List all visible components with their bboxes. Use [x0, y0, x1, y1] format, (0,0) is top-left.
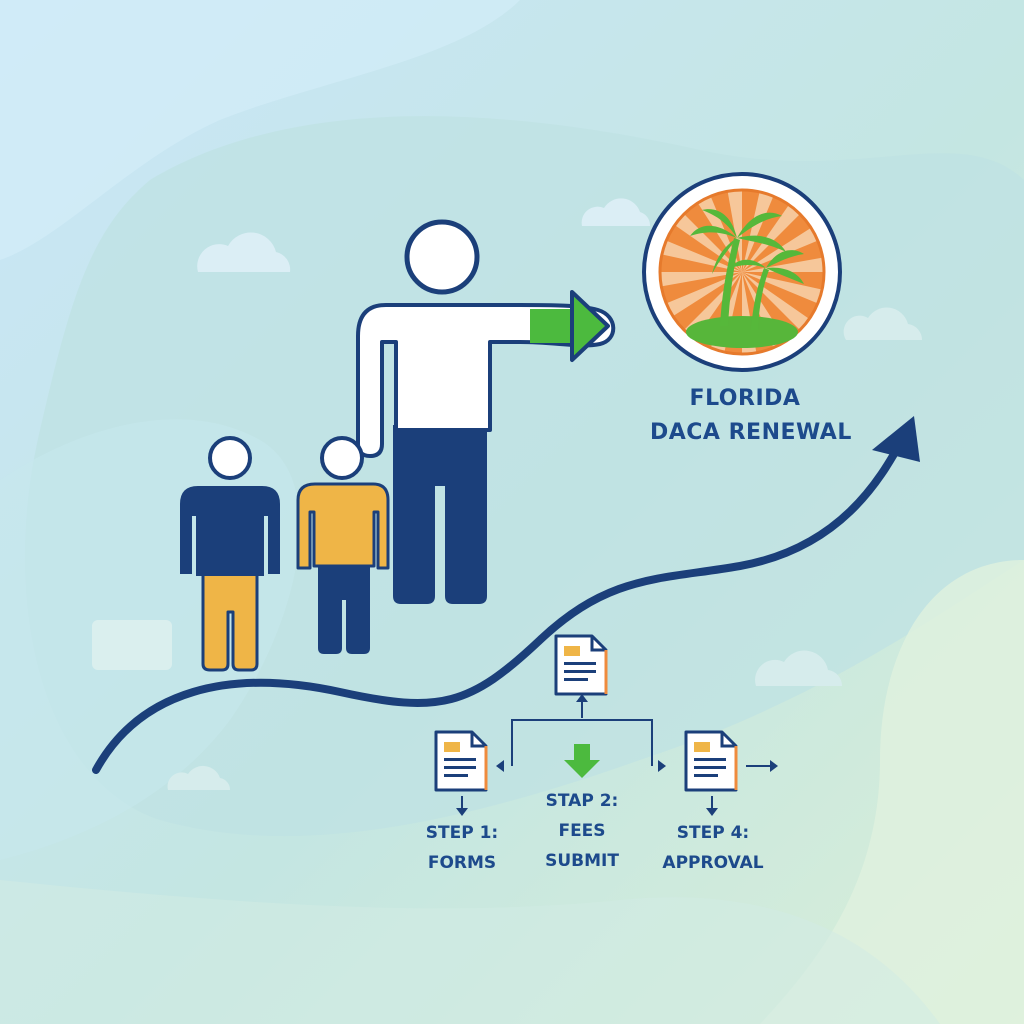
green-down-arrow-icon [564, 744, 600, 778]
title-line-1: FLORIDA [689, 386, 801, 411]
cloud-icon [843, 307, 923, 340]
document-icon [434, 730, 488, 792]
step-4-name: APPROVAL [662, 853, 764, 873]
step-4-number: STEP 4: [676, 823, 750, 843]
arrow-icon [456, 808, 468, 816]
cloud-icon [755, 650, 843, 686]
step-2-action: SUBMIT [545, 851, 619, 871]
step-1-name: FORMS [427, 853, 497, 873]
arrow-icon [872, 416, 920, 462]
sun-ray [660, 252, 742, 272]
document-icon [554, 634, 608, 696]
cloud-icon [581, 198, 651, 226]
cloud-icon [197, 232, 291, 272]
cloud-icon [167, 765, 231, 790]
step-1-number: STEP 1: [425, 823, 499, 843]
palm-tree-icon [690, 209, 804, 330]
sun-ray [742, 208, 818, 272]
arrow-icon [706, 808, 718, 816]
sun-ray [678, 196, 742, 272]
arrow-icon [496, 760, 504, 772]
sun-ray [660, 272, 742, 307]
title-line-2: DACA RENEWAL [650, 420, 852, 445]
person-icon [296, 436, 390, 654]
connector-arrowheads [456, 694, 778, 816]
sun-ray [666, 272, 742, 336]
arrow-icon [576, 694, 588, 702]
background-blob-bottom-right [760, 560, 1024, 1024]
step-4-label: STEP 4: APPROVAL [648, 818, 778, 878]
step-connectors [461, 702, 772, 810]
step-2-number: STAP 2: [545, 791, 619, 811]
step-1-label: STEP 1: FORMS [402, 818, 522, 878]
sun-ray [742, 190, 794, 272]
journey-path [92, 436, 906, 774]
document-icon [684, 730, 738, 792]
person-icon [356, 219, 616, 604]
background-blob-top-left [0, 0, 520, 260]
arrow-icon [658, 760, 666, 772]
person-icon [180, 436, 280, 672]
step-2-label: STAP 2: FEES SUBMIT [522, 786, 642, 876]
step-2-name: FEES [558, 821, 606, 841]
diagram-title: FLORIDA DACA RENEWAL [650, 382, 852, 450]
background-blob-bottom [0, 880, 940, 1024]
sun-ray [660, 220, 742, 272]
island [686, 316, 798, 348]
arrow-icon [770, 760, 778, 772]
sunburst-seal-icon [642, 172, 842, 372]
decorative-block [92, 620, 172, 670]
